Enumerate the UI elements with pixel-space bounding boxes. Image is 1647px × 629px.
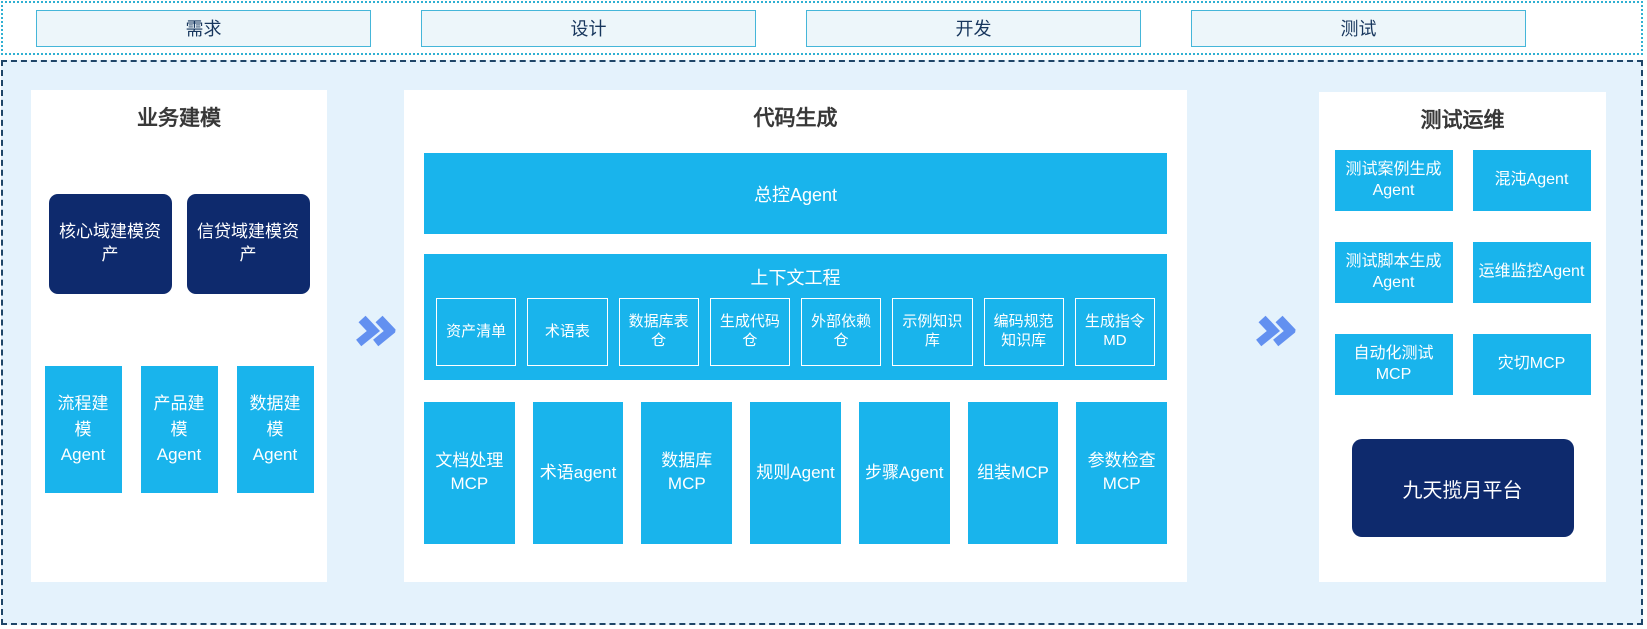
jiutian-lanyue-platform-box: 九天揽月平台: [1351, 439, 1574, 537]
ops-monitoring-agent-box: 运维监控Agent: [1472, 242, 1591, 303]
flow-chevron-icon: [1252, 315, 1297, 352]
phase-design: 设计: [421, 9, 756, 47]
panel-code-generation: 代码生成 总控Agent 上下文工程 资产清单 术语表 数据库表仓 生成代码仓 …: [404, 90, 1187, 582]
asset-inventory-box: 资产清单: [436, 298, 517, 366]
modeling-assets-row: 核心域建模资产 信贷域建模资产: [31, 194, 327, 294]
terminology-agent-box: 术语agent: [532, 402, 624, 544]
example-knowledge-base-box: 示例知识库: [892, 298, 973, 366]
param-check-mcp-box: 参数检查MCP: [1076, 402, 1168, 544]
glossary-box: 术语表: [527, 298, 608, 366]
test-case-gen-agent-box: 测试案例生成Agent: [1334, 150, 1453, 211]
panel-title: 业务建模: [137, 107, 221, 130]
phase-requirements: 需求: [36, 9, 371, 47]
db-table-repo-box: 数据库表仓: [618, 298, 699, 366]
coding-standard-kb-box: 编码规范知识库: [983, 298, 1064, 366]
credit-domain-asset-box: 信贷域建模资产: [186, 194, 310, 294]
chaos-agent-box: 混沌Agent: [1472, 150, 1591, 211]
master-agent-bar: 总控Agent: [424, 153, 1167, 234]
context-engineering-title: 上下文工程: [750, 268, 841, 288]
tools-row: 文档处理MCP 术语agent 数据库MCP 规则Agent 步骤Agent 组…: [424, 402, 1168, 544]
panel-business-modeling: 业务建模 核心域建模资产 信贷域建模资产 流程建模Agent 产品建模Agent…: [31, 90, 327, 582]
external-deps-repo-box: 外部依赖仓: [801, 298, 882, 366]
main-band: 业务建模 核心域建模资产 信贷域建模资产 流程建模Agent 产品建模Agent…: [1, 60, 1643, 625]
panel-title: 代码生成: [753, 107, 838, 130]
disaster-switch-mcp-box: 灾切MCP: [1472, 334, 1591, 395]
doc-processing-mcp-box: 文档处理MCP: [424, 402, 515, 544]
rule-agent-box: 规则Agent: [750, 402, 841, 544]
process-modeling-agent-box: 流程建模Agent: [44, 366, 122, 493]
automated-test-mcp-box: 自动化测试MCP: [1334, 334, 1453, 395]
phase-development: 开发: [806, 9, 1141, 47]
product-modeling-agent-box: 产品建模Agent: [140, 366, 218, 493]
panel-test-ops: 测试运维 测试案例生成Agent 混沌Agent 测试脚本生成Agent 运维监…: [1319, 92, 1606, 582]
modeling-agents-row: 流程建模Agent 产品建模Agent 数据建模Agent: [31, 366, 327, 493]
context-items-row: 资产清单 术语表 数据库表仓 生成代码仓 外部依赖仓 示例知识库 编码规范知识库…: [436, 298, 1155, 366]
flow-chevron-icon: [352, 315, 397, 352]
panel-title: 测试运维: [1420, 109, 1505, 132]
generation-instruction-md-box: 生成指令MD: [1074, 298, 1155, 366]
phase-testing: 测试: [1191, 9, 1526, 47]
core-domain-asset-box: 核心域建模资产: [48, 194, 172, 294]
assembly-mcp-box: 组装MCP: [967, 402, 1059, 544]
data-modeling-agent-box: 数据建模Agent: [236, 366, 314, 493]
phase-band: 需求 设计 开发 测试: [1, 1, 1643, 55]
database-mcp-box: 数据库MCP: [641, 402, 733, 544]
context-engineering-block: 上下文工程 资产清单 术语表 数据库表仓 生成代码仓 外部依赖仓 示例知识库 编…: [424, 254, 1167, 380]
generated-code-repo-box: 生成代码仓: [709, 298, 790, 366]
test-script-gen-agent-box: 测试脚本生成Agent: [1334, 242, 1453, 303]
step-agent-box: 步骤Agent: [858, 402, 950, 544]
testops-grid: 测试案例生成Agent 混沌Agent 测试脚本生成Agent 运维监控Agen…: [1319, 150, 1606, 395]
